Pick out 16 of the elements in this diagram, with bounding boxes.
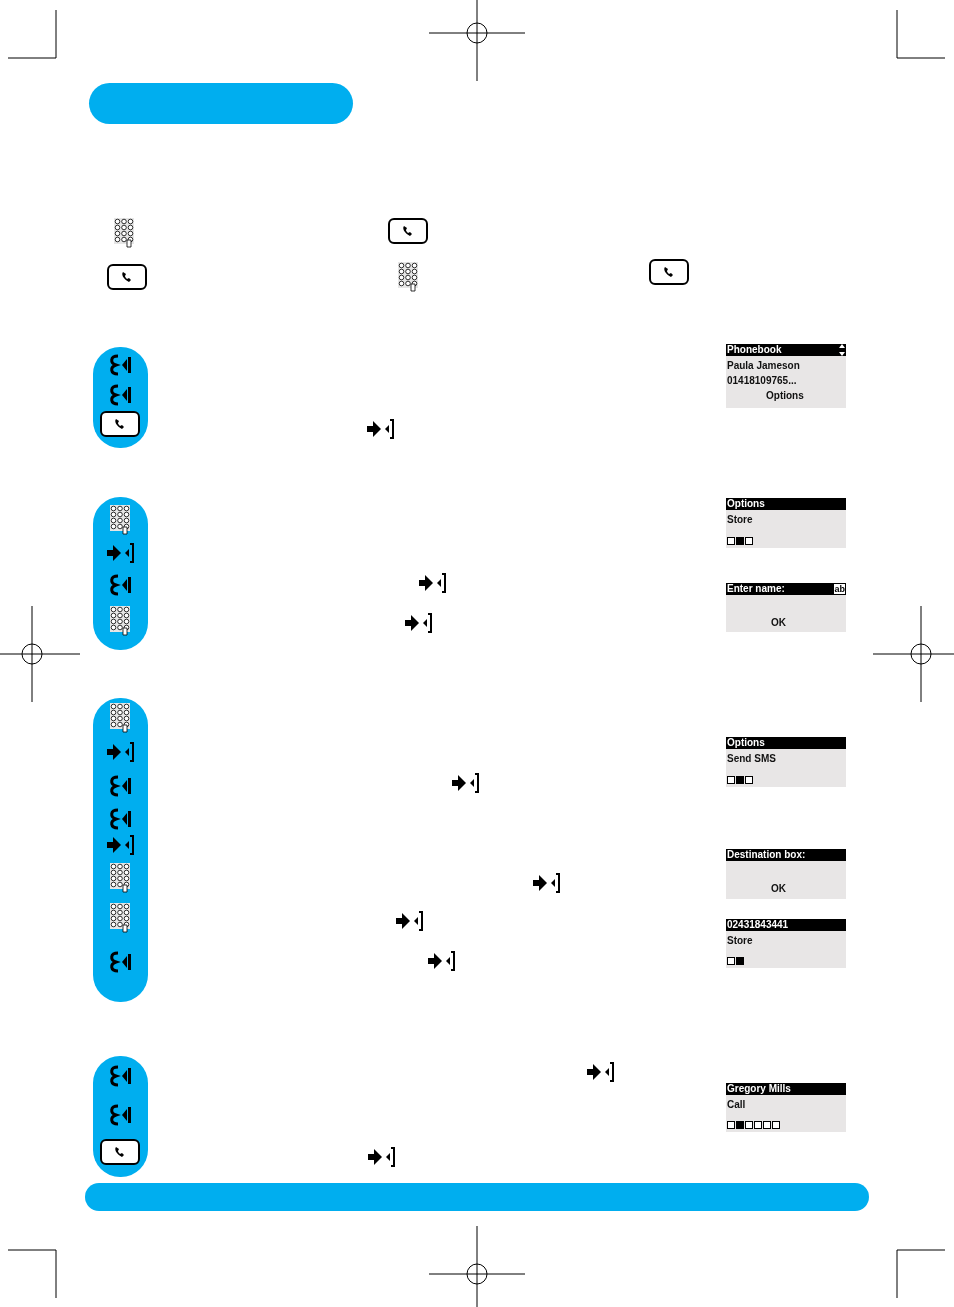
input-mode-indicator: ab [834,584,845,594]
screen-title: Gregory Mills [726,1083,846,1095]
screen-text: Store [727,514,753,526]
softkey-label: OK [771,883,786,895]
softkey-label: Options [766,390,804,402]
screen-text: Send SMS [727,753,776,765]
screen-title: Phonebook [726,344,846,356]
screen-title: 02431843441 [726,919,846,931]
screen-text: Paula Jameson [727,360,800,372]
screen-title: Options [726,737,846,749]
softkey-label: OK [771,617,786,629]
screen-text: Store [727,935,753,947]
screen-title: Options [726,498,846,510]
screen-text: 01418109765... [727,375,797,387]
screen-text: Call [727,1099,746,1111]
screen-title: Destination box: [726,849,846,861]
